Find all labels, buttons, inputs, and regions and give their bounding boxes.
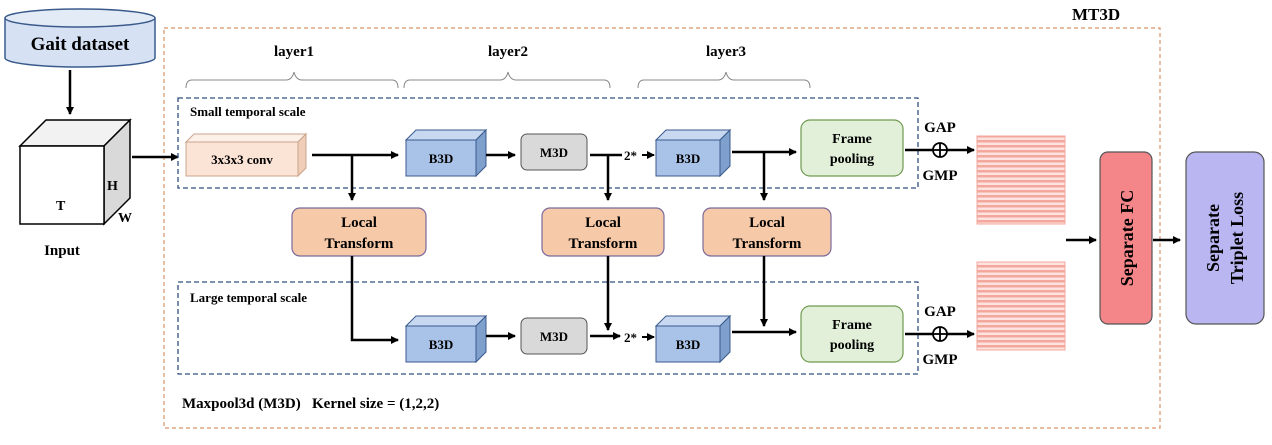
layer2-label: layer2 — [488, 44, 528, 60]
b3d-label: B3D — [676, 337, 701, 352]
gait-dataset: Gait dataset — [4, 8, 156, 68]
m3d-label: M3D — [540, 145, 568, 160]
local-transform-line1: Local — [749, 215, 785, 231]
local-transform-3: Local Transform — [702, 207, 832, 257]
small-scale-label: Small temporal scale — [190, 104, 306, 119]
arrow-lt1-b3d-large — [350, 256, 399, 344]
gmp-label-small: GMP — [923, 168, 958, 184]
b3d-label: B3D — [676, 151, 701, 166]
frame-pooling-line1: Frame — [832, 318, 872, 333]
m3d-label: M3D — [540, 329, 568, 344]
separate-fc: Separate FC — [1099, 151, 1153, 325]
b3d-small-1: B3D — [404, 128, 488, 178]
b3d-large-2: B3D — [654, 314, 732, 364]
frame-pooling-line2: pooling — [830, 152, 874, 167]
input-t-label: T — [56, 199, 66, 214]
local-transform-2: Local Transform — [541, 207, 665, 257]
feature-map-large — [976, 261, 1066, 351]
local-transform-line2: Transform — [325, 236, 394, 252]
triplet-line1: Separate — [1203, 204, 1223, 272]
frame-pooling-large: Frame pooling — [800, 305, 904, 363]
b3d-label: B3D — [429, 151, 454, 166]
small-scale-box — [177, 97, 919, 189]
mt3d-title: MT3D — [1072, 5, 1120, 24]
b3d-small-2: B3D — [654, 128, 732, 178]
oplus-icon — [932, 142, 948, 158]
local-transform-line2: Transform — [569, 236, 638, 252]
large-scale-box — [177, 281, 919, 375]
mult-label-small: 2* — [624, 148, 637, 163]
layer1-label: layer1 — [274, 44, 314, 60]
b3d-label: B3D — [429, 337, 454, 352]
large-scale-label: Large temporal scale — [190, 290, 307, 305]
gmp-label-large: GMP — [923, 352, 958, 368]
separate-fc-label: Separate FC — [1117, 190, 1137, 286]
feature-map-small — [976, 135, 1066, 225]
frame-pooling-line2: pooling — [830, 338, 874, 353]
input-h-label: H — [107, 179, 118, 194]
local-transform-line1: Local — [341, 215, 377, 231]
local-transform-1: Local Transform — [291, 207, 427, 257]
footer-note: Maxpool3d (M3D) Kernel size = (1,2,2) — [182, 396, 439, 412]
frame-pooling-small: Frame pooling — [800, 119, 904, 177]
mult-label-large: 2* — [624, 330, 637, 345]
triplet-line2: Triplet Loss — [1227, 192, 1247, 284]
conv-label: 3x3x3 conv — [211, 152, 273, 167]
conv-block: 3x3x3 conv — [184, 132, 308, 178]
layer3-label: layer3 — [706, 44, 746, 60]
local-transform-line2: Transform — [733, 236, 802, 252]
input-cube: T H W — [18, 118, 132, 226]
gait-dataset-label: Gait dataset — [31, 34, 130, 55]
gap-label-large: GAP — [924, 304, 956, 320]
b3d-large-1: B3D — [404, 314, 488, 364]
separate-triplet-loss: Separate Triplet Loss — [1185, 151, 1265, 325]
local-transform-line1: Local — [585, 215, 621, 231]
frame-pooling-line1: Frame — [832, 132, 872, 147]
gap-label-small: GAP — [924, 120, 956, 136]
input-label: Input — [44, 243, 80, 259]
m3d-small: M3D — [520, 133, 588, 171]
layer-braces — [185, 71, 811, 89]
mt3d-frame — [163, 27, 1161, 429]
m3d-large: M3D — [520, 317, 588, 355]
input-w-label: W — [118, 211, 132, 226]
oplus-icon — [932, 326, 948, 342]
